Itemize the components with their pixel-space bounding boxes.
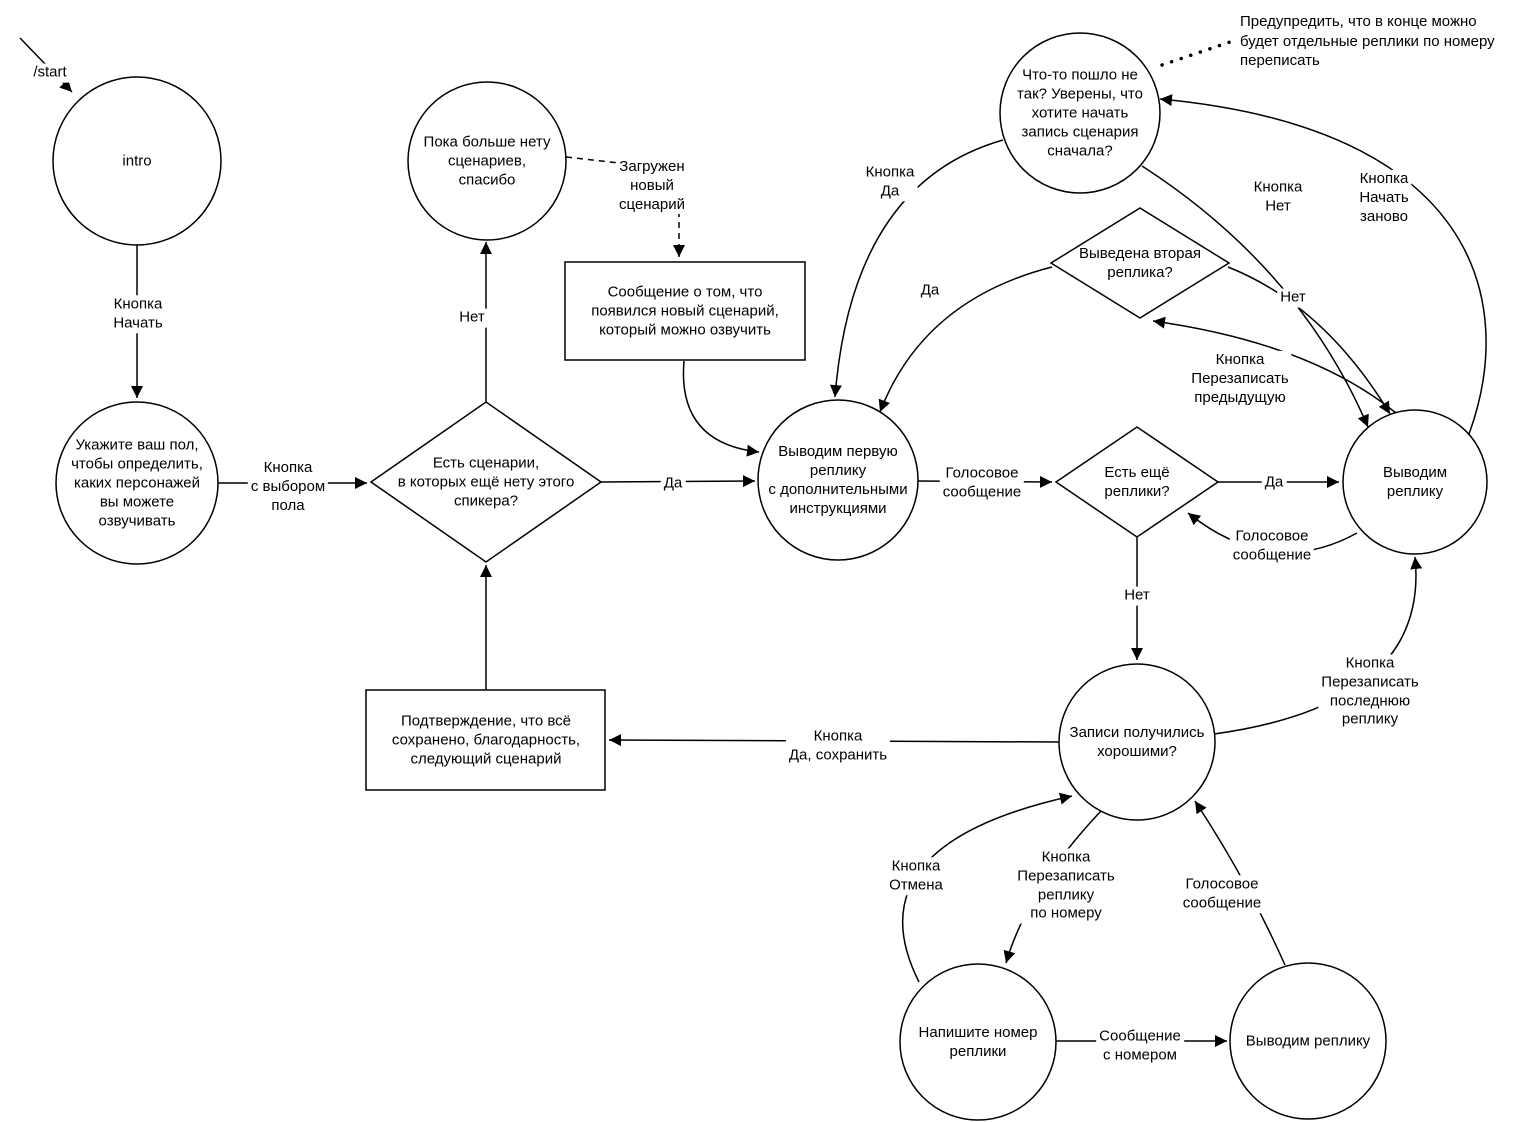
edge-label-btn-begin: Кнопка Начать xyxy=(110,295,166,333)
node-records-good-circle xyxy=(1058,663,1216,821)
edge-label-no-second: Нет xyxy=(1277,288,1309,308)
node-new-scenario-rect xyxy=(564,261,806,361)
edge-label-yes-to-first: Да xyxy=(660,474,686,494)
edge-label-btn-gender-choice: Кнопка с выбором пола xyxy=(247,458,329,516)
edge-label-btn-rerecord-by-number: Кнопка Перезаписать реплику по номеру xyxy=(1014,848,1118,924)
shapes-layer xyxy=(52,32,1488,1121)
edge-second-line-yes xyxy=(878,266,1053,413)
edge-message-to-first-line xyxy=(682,360,760,457)
edge-label-message-with-number: Сообщение с номером xyxy=(1096,1027,1184,1065)
node-more-lines-diamond xyxy=(1054,426,1220,538)
edge-label-btn-no: Кнопка Нет xyxy=(1250,178,1306,216)
node-confirmation-rect xyxy=(365,689,606,791)
edge-label-scenario-loaded: Загружен новый сценарий xyxy=(616,157,688,215)
node-wrong-circle xyxy=(999,32,1161,194)
node-first-line-circle xyxy=(757,399,919,561)
note-rewrite-by-number: Предупредить, что в конце можно будет от… xyxy=(1240,13,1495,69)
edge-wrong-to-note-dotted xyxy=(1160,40,1232,67)
edge-label-yes-second: Да xyxy=(917,281,943,301)
edge-label-voice-message-2: Голосовое сообщение xyxy=(1229,527,1315,565)
node-output-line-2-circle xyxy=(1229,962,1387,1120)
node-no-scenarios-circle xyxy=(407,81,567,241)
edge-output-rerecord-prev xyxy=(1152,316,1397,414)
node-has-scenarios-diamond xyxy=(369,401,603,563)
edge-label-btn-restart: Кнопка Начать заново xyxy=(1356,169,1412,227)
edge-label-btn-cancel: Кнопка Отмена xyxy=(886,857,946,895)
edge-label-voice-message-3: Голосовое сообщение xyxy=(1179,875,1265,913)
edge-label-btn-yes: Кнопка Да xyxy=(862,163,918,201)
edge-label-voice-message-1: Голосовое сообщение xyxy=(939,464,1025,502)
edge-output-restart-to-wrong xyxy=(1159,94,1487,435)
edge-label-no-more: Нет xyxy=(1121,586,1153,606)
node-write-number-circle xyxy=(899,963,1057,1121)
node-gender-circle xyxy=(55,401,219,565)
edge-label-no-to-empty: Нет xyxy=(456,308,488,328)
edge-label-btn-rerecord-last: Кнопка Перезаписать последнюю реплику xyxy=(1318,654,1422,730)
edge-label-start: /start xyxy=(30,63,70,83)
edge-label-btn-save: Кнопка Да, сохранить xyxy=(785,727,891,765)
edge-no-scenarios-dashed xyxy=(565,156,620,164)
edge-label-yes-more: Да xyxy=(1261,473,1287,493)
edge-wrong-yes-to-first-line xyxy=(829,139,1004,398)
edge-label-btn-rerecord-prev: Кнопка Перезаписать предыдущую xyxy=(1188,350,1292,408)
node-second-line-diamond xyxy=(1049,207,1231,319)
node-intro-circle xyxy=(52,76,222,246)
node-output-line-circle xyxy=(1342,409,1488,555)
edge-second-line-no xyxy=(1227,266,1391,415)
edge-wrong-no-to-output xyxy=(1141,165,1369,428)
